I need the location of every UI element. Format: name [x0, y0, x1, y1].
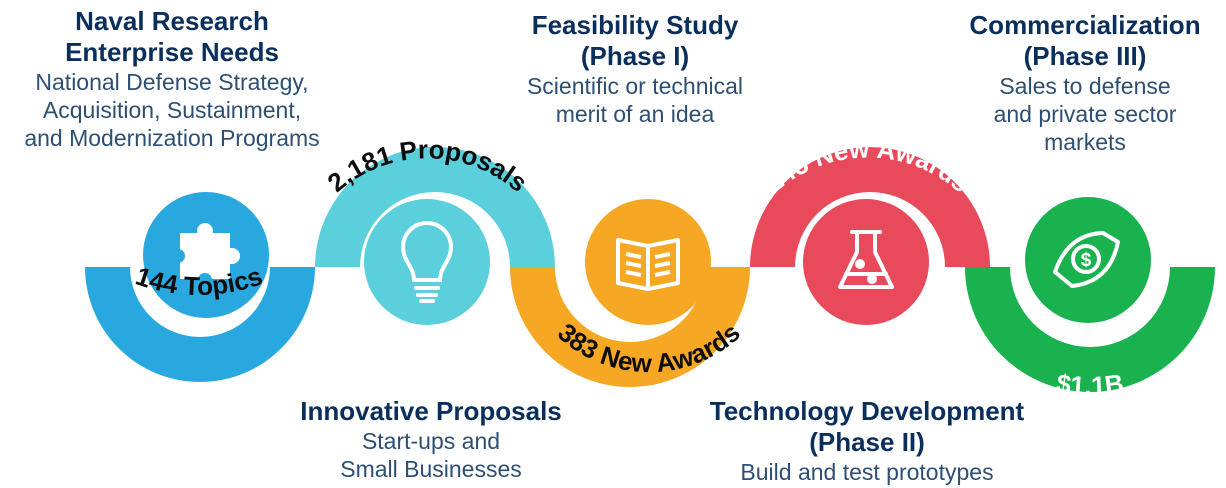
stage-2-title: Innovative Proposals	[300, 396, 562, 426]
stage-4-circle	[803, 199, 929, 325]
open-book-icon	[616, 238, 680, 291]
stage-2-text: Innovative Proposals Start-ups and Small…	[268, 396, 594, 483]
lab-flask-icon	[838, 230, 894, 289]
stage-1-text: Naval Research Enterprise Needs National…	[0, 6, 344, 152]
stage-1-title: Enterprise Needs	[65, 37, 279, 67]
stage-1-description: National Defense Strategy,	[35, 69, 309, 95]
stage-1-description: and Modernization Programs	[24, 125, 320, 151]
stage-4-title: (Phase II)	[809, 427, 925, 457]
wave-segment-3	[510, 267, 750, 387]
stage-2-description: Small Businesses	[340, 456, 522, 482]
stage-5-text: Commercialization (Phase III) Sales to d…	[950, 10, 1220, 156]
stage-5-title: (Phase III)	[1023, 41, 1147, 71]
stage-5-circle	[1025, 197, 1151, 323]
stage-3-title: Feasibility Study	[531, 10, 739, 40]
stage-3-title: (Phase I)	[580, 41, 690, 71]
lightbulb-icon	[400, 221, 454, 303]
puzzle-piece-icon	[171, 223, 240, 287]
stage-2-description: Start-ups and	[361, 428, 501, 454]
wave-segment-1	[85, 267, 315, 382]
stage-3-description: Scientific or technical	[526, 73, 744, 99]
stage-1-description: Acquisition, Sustainment,	[42, 97, 302, 123]
stage-5-description: and private sector	[993, 101, 1177, 127]
stage-3-text: Feasibility Study (Phase I) Scientific o…	[480, 10, 790, 128]
stage-4-text: Technology Development (Phase II) Build …	[686, 396, 1048, 486]
stage-4-description: Build and test prototypes	[740, 459, 994, 485]
wave-segment-4	[750, 147, 990, 267]
wave-segment-2	[315, 147, 555, 267]
stage-5-title: Commercialization	[969, 10, 1201, 40]
stage-5-description: markets	[1044, 129, 1126, 155]
stage-5-description: Sales to defense	[999, 73, 1171, 99]
stage-2-circle	[364, 199, 490, 325]
stage-3-description: merit of an idea	[555, 101, 715, 127]
dollar-bill-icon: $	[1053, 231, 1120, 288]
wave-segment-5	[965, 267, 1215, 392]
svg-text:$: $	[1081, 250, 1092, 271]
stage-5-arc-label: $1.1B	[1055, 368, 1126, 401]
stage-1-title: Naval Research	[75, 6, 269, 36]
stage-4-title: Technology Development	[709, 396, 1025, 426]
